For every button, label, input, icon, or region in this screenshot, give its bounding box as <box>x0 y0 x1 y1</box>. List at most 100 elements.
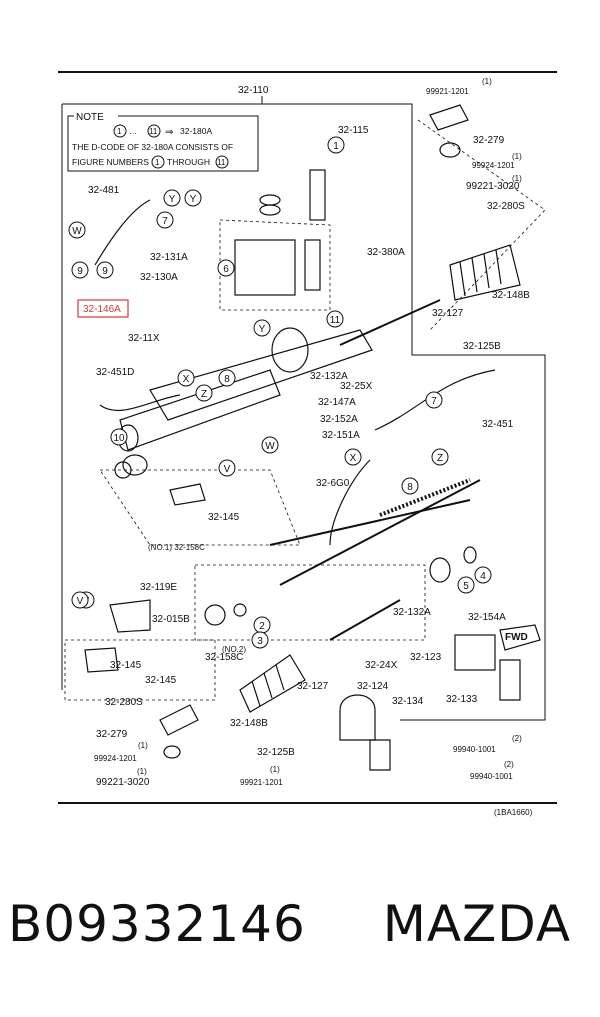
callout-text: X <box>350 453 357 464</box>
part-label: 99924-1201 <box>472 161 515 170</box>
callout-circle <box>401 477 419 495</box>
part-label: 32-280S <box>487 201 525 212</box>
part-label: 32-130A <box>140 272 178 283</box>
callout-text: Z <box>437 453 443 464</box>
callout-text: 9 <box>77 266 83 277</box>
part-label: 32-280S <box>105 697 143 708</box>
note-box: NOTE 1 … 11 ⇒ 32-180A THE D-CODE OF 32-1… <box>67 110 259 172</box>
callout-marker: 11 <box>326 310 344 328</box>
part-label: (1) <box>512 174 522 183</box>
callout-text: 11 <box>330 315 341 326</box>
caption: B09332146 MAZDA <box>8 895 598 953</box>
part-label: 32-133 <box>446 694 478 705</box>
part-label: 99221-3020 <box>96 777 150 788</box>
part-label: 99940-1001 <box>470 772 513 781</box>
part-label: 32-131A <box>150 252 188 263</box>
callout-text: 1 <box>333 141 339 152</box>
part-label: 32-145 <box>145 675 177 686</box>
callout-text: 6 <box>223 264 229 275</box>
callout-circle <box>253 319 271 337</box>
part-label: 32-24X <box>365 660 398 671</box>
part-label: 32-25X <box>340 381 373 392</box>
note-line-2: THE D-CODE OF 32-180A CONSISTS OF <box>72 142 233 152</box>
callout-circle <box>344 448 362 466</box>
callout-marker: W <box>68 221 86 239</box>
part-label: (NO.2) <box>222 645 246 654</box>
part-label: 99221-3020 <box>466 181 520 192</box>
part-label: 99921-1201 <box>240 778 283 787</box>
note-target: 32-180A <box>180 126 212 136</box>
part-label: (1) <box>512 152 522 161</box>
part-label: (NO.1) 32-158C <box>148 543 205 552</box>
callout-text: 7 <box>431 396 437 407</box>
callout-marker: W <box>261 436 279 454</box>
callout-marker: 7 <box>156 211 174 229</box>
note-line-3-num2: 11 <box>217 158 226 167</box>
part-label: (2) <box>512 734 522 743</box>
callout-marker: 6 <box>217 259 235 277</box>
callout-marker: 10 <box>110 428 128 446</box>
callout-marker: V <box>218 459 236 477</box>
part-label: 32-124 <box>357 681 389 692</box>
steering-rack-drawing <box>84 104 541 771</box>
part-label: (1) <box>270 765 280 774</box>
callout-text: 9 <box>102 266 108 277</box>
callout-circle <box>163 189 181 207</box>
callout-circle <box>425 391 443 409</box>
highlight-part-label: 32-146A <box>83 304 121 315</box>
callout-text: 5 <box>463 581 469 592</box>
dashed-outlines <box>64 119 546 701</box>
callout-circle <box>327 136 345 154</box>
callout-text: W <box>72 226 82 237</box>
part-label: 32-279 <box>96 729 128 740</box>
part-label: 32-380A <box>367 247 405 258</box>
callout-marker: 3 <box>251 631 269 649</box>
callout-marker: X <box>177 369 195 387</box>
callout-text: 8 <box>224 374 230 385</box>
callout-marker: 5 <box>457 576 475 594</box>
callout-marker: 8 <box>401 477 419 495</box>
part-label: 32-145 <box>110 660 142 671</box>
callout-text: 10 <box>113 433 125 444</box>
part-label: 32-148B <box>492 290 530 301</box>
callout-marker: 2 <box>253 616 271 634</box>
callout-marker: 4 <box>474 566 492 584</box>
diagram-code: (1BA1660) <box>494 808 533 817</box>
callout-marker: V <box>71 591 89 609</box>
callout-text: Y <box>259 324 266 335</box>
callout-circle <box>68 221 86 239</box>
fwd-label: FWD <box>505 632 528 643</box>
callout-text: V <box>77 596 84 607</box>
callout-marker: Y <box>163 189 181 207</box>
part-label: 32-451 <box>482 419 514 430</box>
part-label: 32-125B <box>463 341 501 352</box>
note-line-3-num1: 1 <box>155 158 160 167</box>
part-label: 99924-1201 <box>94 754 137 763</box>
part-number: B09332146 <box>8 895 306 953</box>
part-label: 32-123 <box>410 652 442 663</box>
note-title: NOTE <box>76 112 104 123</box>
part-label: 32-148B <box>230 718 268 729</box>
part-label: 32-152A <box>320 414 358 425</box>
callout-marker: 7 <box>425 391 443 409</box>
part-label: 32-279 <box>473 135 505 146</box>
callout-circle <box>218 459 236 477</box>
part-label: 32-015B <box>152 614 190 625</box>
callout-text: 7 <box>162 216 168 227</box>
callout-circle <box>195 384 213 402</box>
part-label: 32-132A <box>310 371 348 382</box>
callout-text: 4 <box>480 571 486 582</box>
callout-text: 3 <box>257 636 263 647</box>
brand-name: MAZDA <box>382 895 572 953</box>
callout-circle <box>177 369 195 387</box>
part-label: 32-451D <box>96 367 134 378</box>
callout-marker: Z <box>431 448 449 466</box>
part-label: 32-145 <box>208 512 240 523</box>
part-label: 32-147A <box>318 397 356 408</box>
part-label: 32-119E <box>140 582 177 593</box>
callout-marker: X <box>344 448 362 466</box>
highlight-part-32-146a[interactable]: 32-146A <box>77 299 129 318</box>
callout-circle <box>71 261 89 279</box>
callout-text: 2 <box>259 621 265 632</box>
